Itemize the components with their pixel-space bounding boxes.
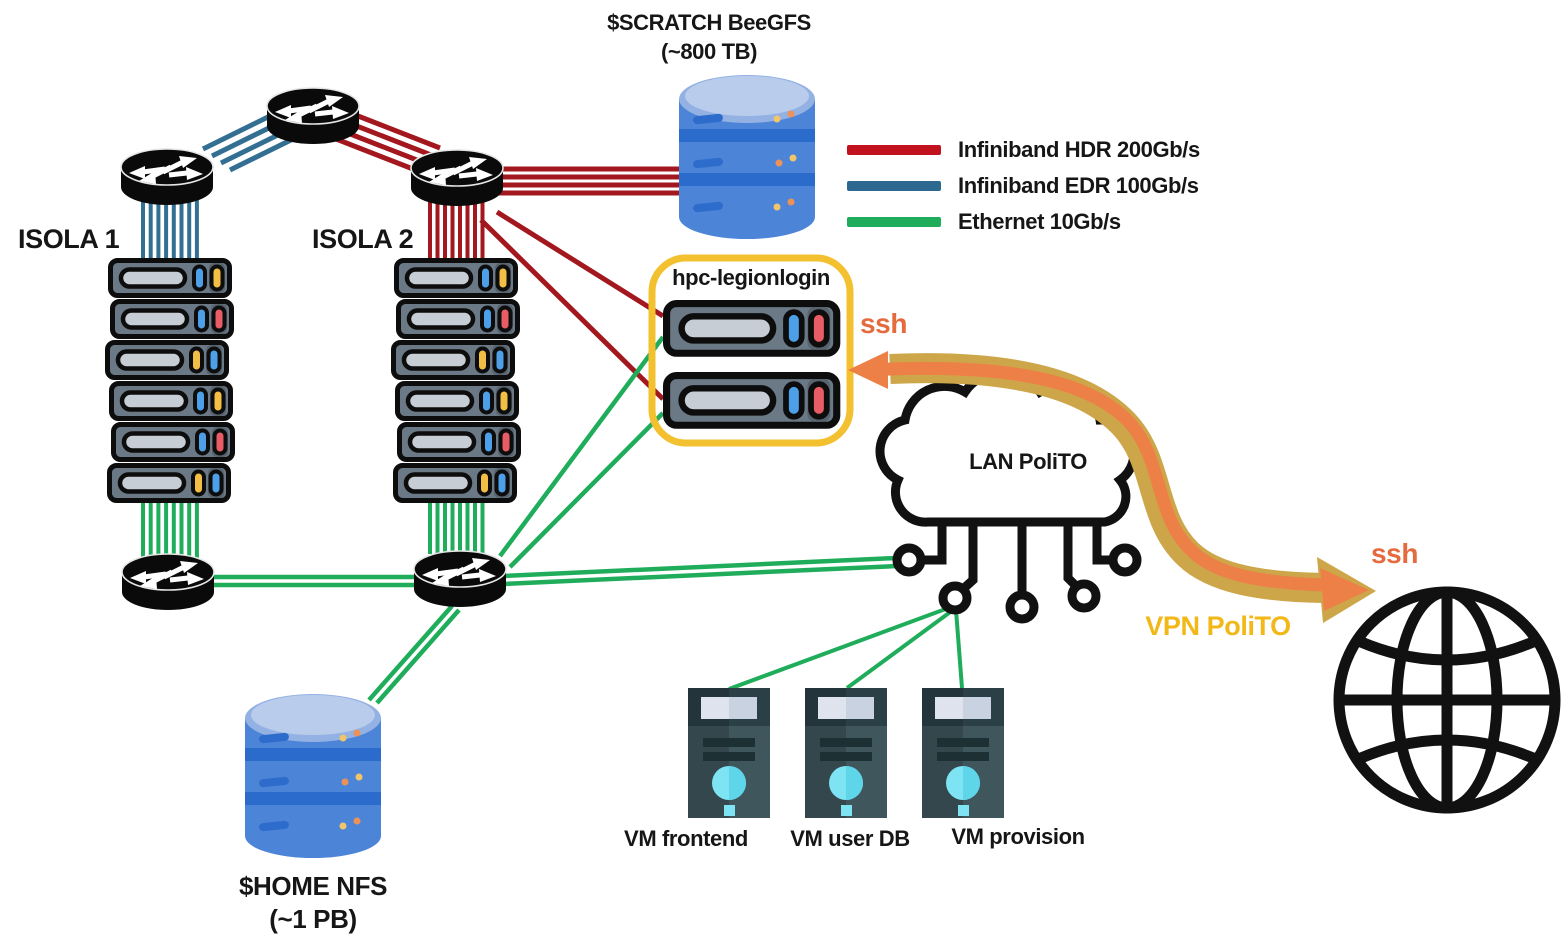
ssh-arrowhead-out xyxy=(1320,568,1369,611)
isola2-rack xyxy=(394,261,519,501)
hdr-login-link-2 xyxy=(479,218,665,401)
login-server-2 xyxy=(667,376,837,426)
legend-label-hdr: Infiniband HDR 200Gb/s xyxy=(958,137,1200,162)
isola1-bottom-router-icon xyxy=(122,554,214,610)
isola1-label: ISOLA 1 xyxy=(18,224,120,254)
vm-provision-label: VM provision xyxy=(951,824,1085,849)
vpn-label: VPN PoliTO xyxy=(1145,611,1291,641)
legend-row-hdr: Infiniband HDR 200Gb/s xyxy=(847,132,1200,168)
internet-globe-icon xyxy=(1339,592,1555,808)
legend-row-edr: Infiniband EDR 100Gb/s xyxy=(847,168,1200,204)
legend-swatch-edr xyxy=(847,181,941,191)
legend-swatch-eth xyxy=(847,217,941,227)
home-storage-label: $HOME NFS (~1 PB) xyxy=(239,870,387,936)
vm-userdb-icon xyxy=(805,688,887,818)
vm-frontend-icon xyxy=(688,688,770,818)
lan-port-vm xyxy=(938,581,972,615)
isola2-top-router-icon xyxy=(411,150,503,206)
lan-port-center xyxy=(1005,590,1039,624)
login-server-1 xyxy=(667,304,837,354)
lan-port-left xyxy=(892,543,926,577)
home-storage-name: $HOME NFS xyxy=(238,871,388,901)
login-node-frame xyxy=(648,254,854,447)
ssh-arrowhead-login xyxy=(848,351,888,389)
ssh-internal-label: ssh xyxy=(860,308,908,339)
legend-label-edr: Infiniband EDR 100Gb/s xyxy=(958,173,1199,198)
vm-userdb-label: VM user DB xyxy=(790,826,910,851)
login-node-label: hpc-legionlogin xyxy=(672,265,830,290)
isola1-top-router-icon xyxy=(121,149,213,205)
infiniband-hdr-links xyxy=(330,113,690,401)
core-router-icon xyxy=(267,88,359,144)
scratch-storage-name: $SCRATCH BeeGFS xyxy=(607,10,811,35)
home-storage-capacity: (~1 PB) xyxy=(269,904,357,934)
legend-swatch-hdr xyxy=(847,145,941,155)
isola1-rack xyxy=(108,261,233,501)
scratch-storage-capacity: (~800 TB) xyxy=(660,39,758,64)
legend-label-eth: Ethernet 10Gb/s xyxy=(958,209,1121,234)
vm-frontend-label: VM frontend xyxy=(624,826,748,851)
vpn-tunnel xyxy=(848,351,1376,623)
isola2-bottom-router-icon xyxy=(414,551,506,607)
ethernet-links xyxy=(141,335,964,705)
hdr-login-link-1 xyxy=(495,209,665,319)
legend: Infiniband HDR 200Gb/s Infiniband EDR 10… xyxy=(847,132,1200,240)
vm-provision-icon xyxy=(922,688,1004,818)
home-storage-icon xyxy=(245,694,381,858)
isola2-label: ISOLA 2 xyxy=(312,224,414,254)
ssh-external-label: ssh xyxy=(1371,538,1419,569)
lan-port-right xyxy=(1108,543,1142,577)
scratch-storage-icon xyxy=(679,75,815,239)
lan-label: LAN PoliTO xyxy=(969,449,1087,474)
lan-port-mid-right xyxy=(1067,579,1101,613)
scratch-storage-label: $SCRATCH BeeGFS (~800 TB) xyxy=(607,8,811,66)
legend-row-eth: Ethernet 10Gb/s xyxy=(847,204,1200,240)
